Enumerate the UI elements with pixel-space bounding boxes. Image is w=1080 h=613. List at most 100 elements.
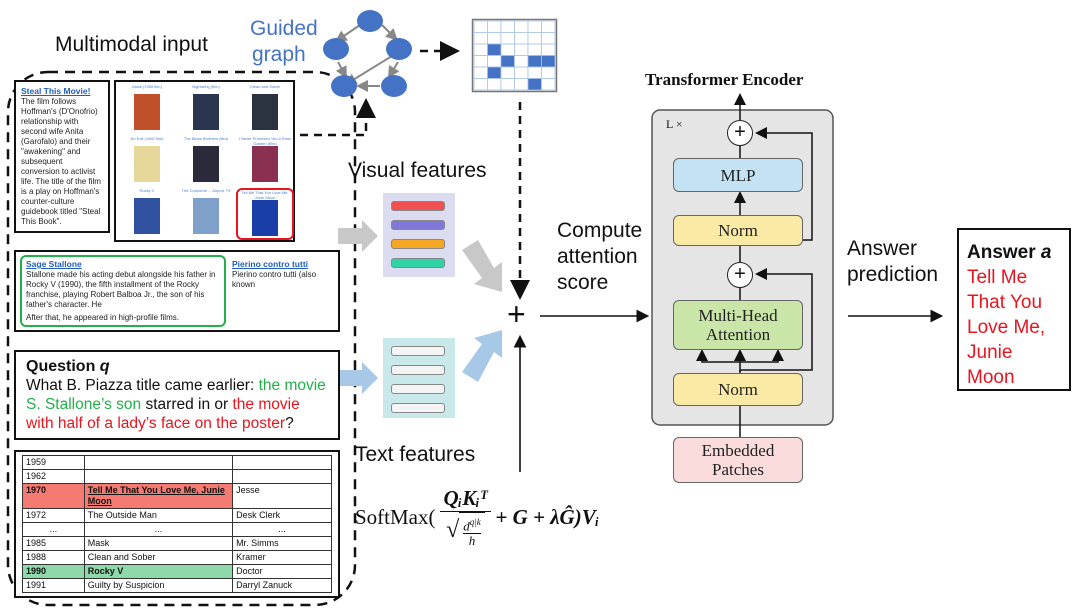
matrix-cell (514, 32, 529, 45)
table-cell: 1985 (22, 536, 85, 551)
poster: I Never Promised You a Rose Garden (film… (236, 136, 294, 188)
graph-node (323, 38, 349, 60)
guided-graph-label: Guided graph (250, 16, 318, 68)
adjacency-matrix (471, 18, 558, 93)
matrix-cell (541, 78, 556, 91)
input-to-graph-arrow (300, 98, 376, 137)
matrix-cell (527, 55, 542, 68)
table-cell: Tell Me That You Love Me, Junie Moon (83, 483, 234, 509)
norm-block-bottom: Norm (673, 373, 803, 406)
question-heading: Question (26, 358, 96, 375)
embedded-patches-block: Embedded Patches (673, 437, 803, 483)
feature-bar (391, 239, 445, 249)
poster-image (193, 146, 219, 182)
visual-arrow (338, 220, 378, 252)
feature-bar (391, 201, 445, 211)
matrix-cell (541, 32, 556, 45)
graph-node (386, 38, 412, 60)
doc-title-link[interactable]: Steal This Movie! (21, 86, 91, 96)
doc-paragraph: Pierino contro tutti (also known (232, 270, 317, 289)
table-cell (83, 455, 234, 470)
poster-image (252, 94, 278, 130)
transformer-title: Transformer Encoder (645, 70, 804, 89)
matrix-cell (541, 55, 556, 68)
answer-box: Answer a Tell Me That You Love Me, Junie… (957, 228, 1071, 391)
matrix-cell (527, 78, 542, 91)
graph-node (381, 75, 407, 97)
table-cell: Mr. Simms (232, 536, 332, 551)
question-green-phrase: the movie S. Stallone’s son (26, 377, 326, 413)
matrix-cell (541, 20, 556, 33)
table-cell: Jesse (232, 483, 332, 509)
table-cell: 1990 (22, 564, 85, 579)
poster: The Concorde ... Airport '79 (177, 188, 235, 240)
poster-image (193, 198, 219, 234)
table-cell: 1970 (22, 483, 85, 509)
matrix-cell (514, 43, 529, 56)
matrix-cell (527, 20, 542, 33)
poster-image (134, 94, 160, 130)
table-cell: Rocky V (83, 564, 234, 579)
poster-caption: Mask (1985 film) (132, 84, 162, 89)
graph-node (331, 75, 357, 97)
feature-bar (391, 346, 445, 356)
guided-graph-label-line1: Guided (250, 17, 318, 40)
matrix-cell (473, 78, 488, 91)
poster-grid: Mask (1985 film) Nightwing (film)Clean an… (114, 80, 295, 242)
wiki-document: Steal This Movie! The film follows Hoffm… (14, 80, 110, 233)
poster-caption: I Never Promised You a Rose Garden (film… (238, 136, 292, 146)
mlp-block: MLP (673, 158, 803, 192)
matrix-cell (473, 66, 488, 79)
matrix-cell (500, 32, 515, 45)
matrix-cell (473, 55, 488, 68)
table-row: 1962 (22, 469, 332, 484)
matrix-cell (473, 43, 488, 56)
poster: Clean and Sober (236, 84, 294, 136)
poster: The Blues Brothers (film) (177, 136, 235, 188)
table-row: ......... (22, 522, 332, 537)
multimodal-dashed-container (6, 70, 357, 607)
text-features-label: Text features (355, 443, 476, 466)
table-cell: Guilty by Suspicion (83, 578, 234, 593)
feature-bar (391, 258, 445, 268)
table-cell: Desk Clerk (232, 508, 332, 523)
matrix-cell (500, 43, 515, 56)
doc-paragraph: After that, he appeared in high-profile … (26, 313, 179, 322)
multimodal-input-label: Multimodal input (55, 33, 208, 56)
guided-graph (334, 24, 400, 92)
poster-caption: The Concorde ... Airport '79 (181, 188, 231, 193)
poster-image (193, 94, 219, 130)
table-cell: ... (83, 522, 234, 537)
question-text: What B. Piazza title came earlier: the m… (26, 377, 326, 432)
visual-to-plus-arrow (462, 240, 502, 292)
matrix-cell (487, 55, 502, 68)
matrix-cell (487, 20, 502, 33)
visual-features-label: Visual features (348, 159, 487, 182)
poster-caption: Rocky V (139, 188, 155, 193)
feature-bar (391, 403, 445, 413)
poster-image (252, 200, 278, 236)
feature-bar (391, 384, 445, 394)
table-cell: ... (22, 522, 85, 537)
table-cell: Darryl Zanuck (232, 578, 332, 593)
matrix-cell (514, 66, 529, 79)
residual-add-top: + (727, 120, 753, 146)
norm-block-top: Norm (673, 215, 803, 246)
matrix-cell (500, 20, 515, 33)
doc-paragraph: Stallone made his acting debut alongside… (26, 270, 216, 309)
table-cell: Doctor (232, 564, 332, 579)
doc-title-link[interactable]: Sage Stallone (26, 259, 82, 269)
doc-title-link[interactable]: Pierino contro tutti (232, 259, 309, 269)
residual-add-bottom: + (727, 262, 753, 288)
poster: Nightwing (film) (177, 84, 235, 136)
matrix-cell (514, 20, 529, 33)
multi-head-attention-block: Multi-Head Attention (673, 300, 803, 350)
